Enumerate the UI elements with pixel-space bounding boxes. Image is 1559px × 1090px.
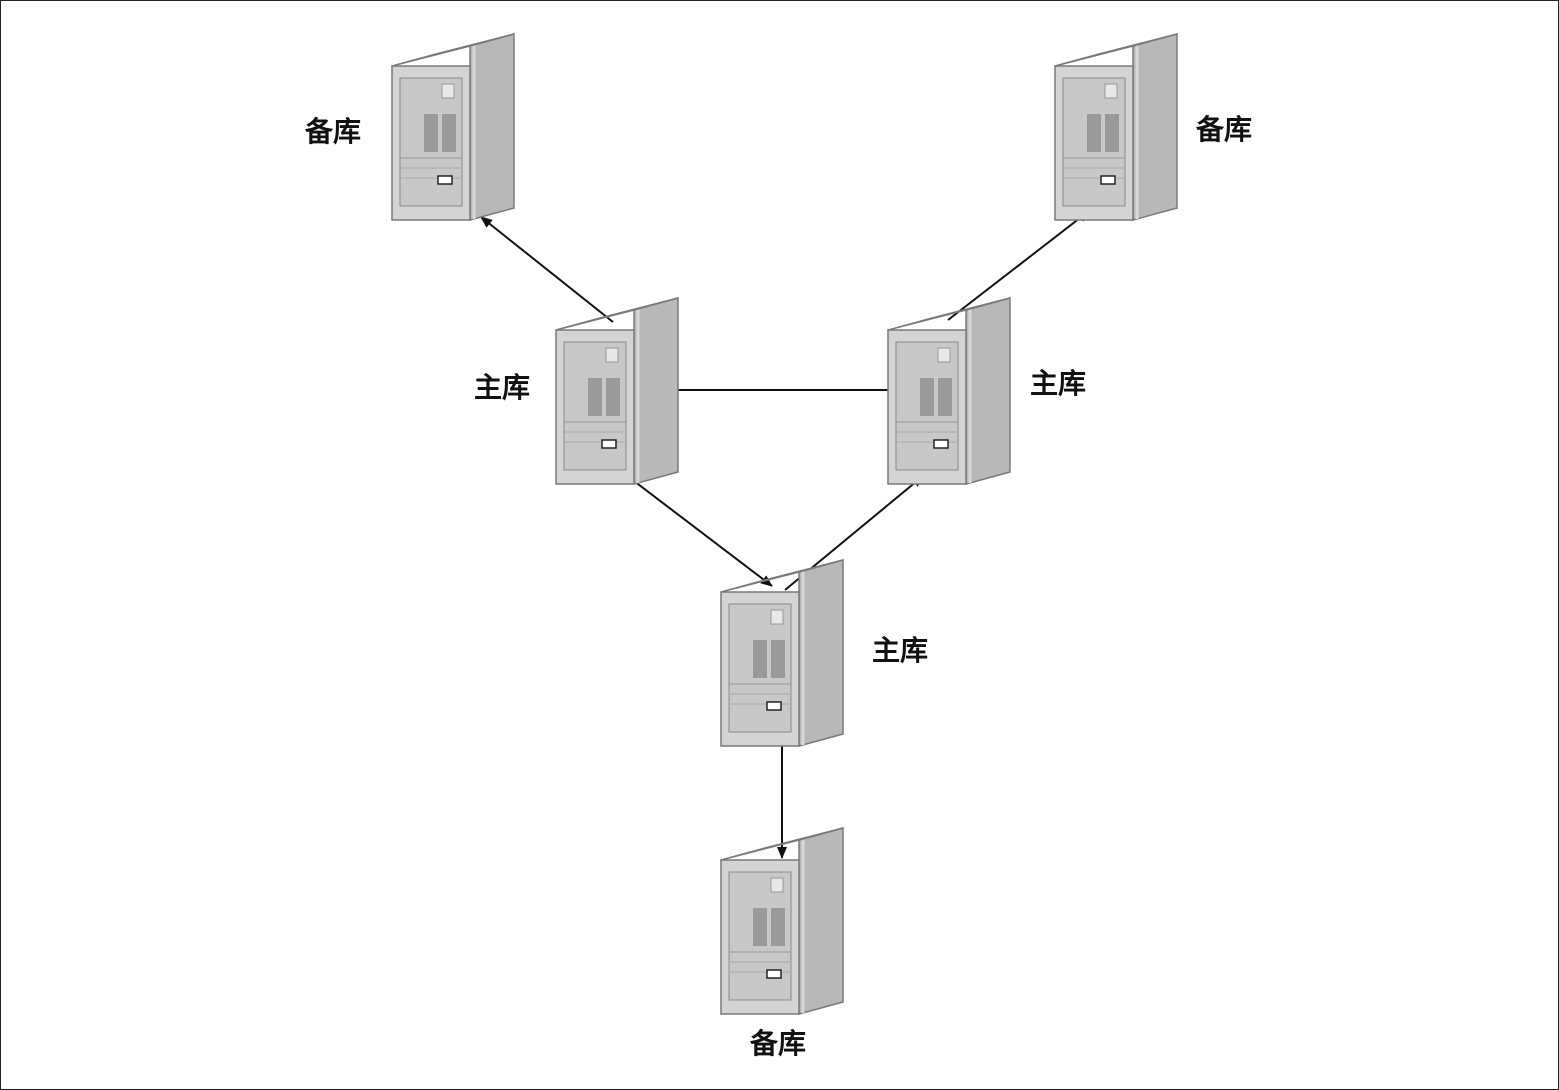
node-label-master-bottom: 主库 (872, 634, 929, 667)
server-icon (1053, 32, 1179, 222)
node-label-master-right: 主库 (1030, 367, 1087, 400)
node-label-master-left: 主库 (474, 371, 531, 404)
edge-master-left-to-master-bottom (629, 477, 773, 587)
server-icon (554, 296, 680, 486)
server-icon (390, 32, 516, 222)
node-label-replica-top-right: 备库 (1196, 113, 1253, 146)
edge-master-left-to-replica-top-left (480, 216, 614, 323)
node-label-replica-bottom: 备库 (750, 1027, 807, 1060)
edge-master-right-to-replica-top-right (947, 210, 1090, 321)
server-icon (886, 296, 1012, 486)
node-label-replica-top-left: 备库 (305, 115, 362, 148)
server-icon (719, 558, 845, 748)
